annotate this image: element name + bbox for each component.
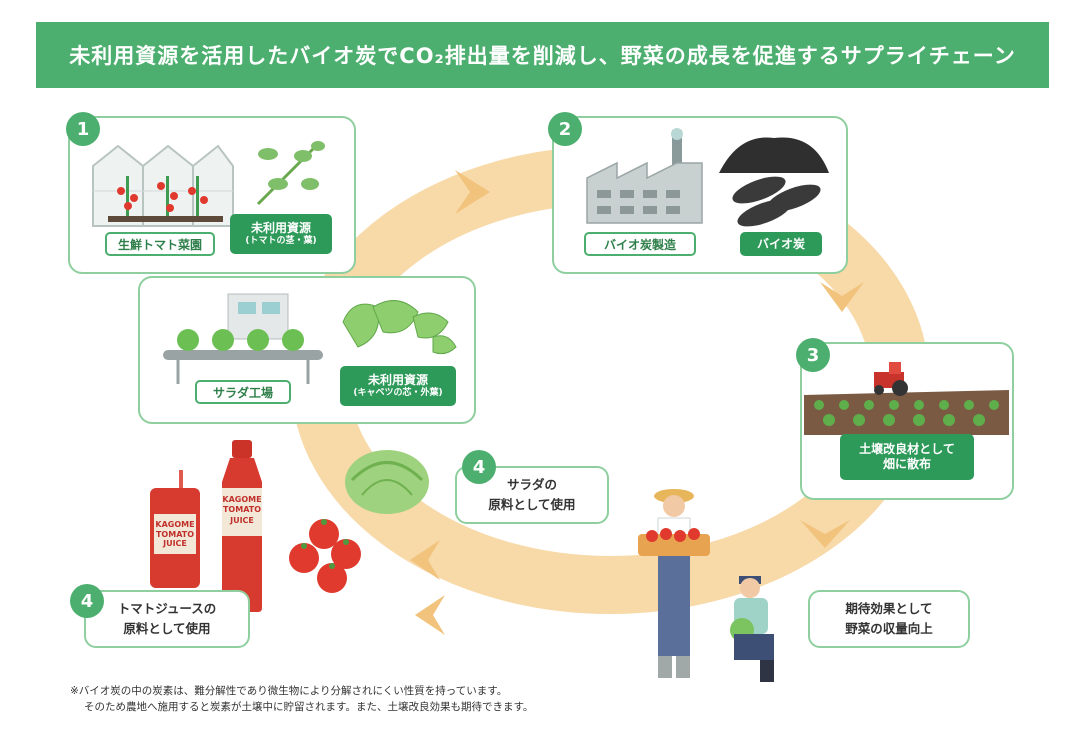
step3-number: 3 [796, 338, 830, 372]
cabbage-resource-main: 未利用資源 [367, 372, 428, 387]
salad-factory-icon [163, 293, 323, 384]
juice-pack-bottle: KAGOME TOMATO JUICE [148, 470, 202, 590]
greenhouse-label: 生鮮トマト菜園 [105, 232, 215, 256]
step2-card: 2 バイオ炭製造 バイオ炭 [548, 112, 848, 274]
flow-arrows [410, 170, 864, 635]
footnote-line2: そのため農地へ施用すると炭素が土壌中に貯留されます。また、土壌改良効果も期待でき… [84, 701, 534, 714]
pack-brand: KAGOME [155, 520, 195, 529]
flow-arrow-icon [415, 595, 445, 635]
step1-card: 1 生鮮トマト菜園 未利用資源 (トマトの茎・葉) [66, 112, 356, 274]
bottle-product-line1: TOMATO [222, 505, 262, 515]
factory-icon [586, 128, 703, 224]
footnote: ※バイオ炭の中の炭素は、難分解性であり微生物により分解されにくい性質を持っていま… [70, 683, 533, 716]
expected-effect-line1: 期待効果として [845, 601, 933, 616]
tomato-stem-icon [256, 141, 325, 206]
salad-use-line2: 原料として使用 [488, 497, 576, 512]
biochar-production-label: バイオ炭製造 [584, 232, 696, 256]
expected-effect-box: 期待効果として 野菜の収量向上 [808, 590, 970, 648]
pack-product-line1: TOMATO [155, 529, 195, 539]
cabbage-icon [345, 450, 429, 514]
pack-product-line2: JUICE [163, 539, 187, 549]
step4-juice-number: 4 [70, 584, 104, 618]
title-banner: 未利用資源を活用したバイオ炭でCO₂排出量を削減し、野菜の成長を促進するサプライ… [36, 22, 1049, 88]
page-title: 未利用資源を活用したバイオ炭でCO₂排出量を削減し、野菜の成長を促進するサプライ… [69, 44, 1016, 68]
step1-number: 1 [66, 112, 100, 146]
juice-bottle: KAGOME TOMATO JUICE [214, 440, 270, 612]
biochar-icon [719, 137, 829, 227]
salad-use-line1: サラダの [506, 477, 557, 492]
flow-arrow-icon [820, 282, 864, 312]
bottle-brand: KAGOME [222, 495, 262, 504]
biochar-label-text: バイオ炭 [756, 236, 805, 251]
soil-amendment-line1: 土壌改良材として [859, 442, 955, 456]
soil-amendment-line2: 畑に散布 [882, 457, 931, 471]
step4-salad-number: 4 [462, 450, 496, 484]
expected-effect-line2: 野菜の収量向上 [845, 621, 933, 636]
juice-use-line2: 原料として使用 [123, 621, 211, 636]
juice-use-line1: トマトジュースの [117, 601, 217, 616]
biochar-label: バイオ炭 [740, 232, 822, 256]
bottle-product-line2: JUICE [230, 515, 254, 525]
resource-label-sub: (トマトの茎・葉) [245, 235, 317, 246]
juice-pack-icon [150, 470, 200, 588]
step3-card: 3 土壌改良材として 畑に散布 [796, 338, 1014, 500]
soil-amendment-label: 土壌改良材として 畑に散布 [840, 434, 974, 480]
step2-number: 2 [548, 112, 582, 146]
resource-label-main: 未利用資源 [250, 220, 311, 235]
flow-arrow-icon [410, 540, 440, 580]
cabbage-leaves-icon [342, 300, 457, 355]
juice-bottle-icon [222, 440, 262, 612]
cabbage-resource-label: 未利用資源 (キャベツの芯・外葉) [340, 366, 456, 406]
field-tractor-icon [804, 362, 1009, 435]
tomatoes-icon [289, 519, 361, 593]
cabbage-resource-sub: (キャベツの芯・外葉) [353, 387, 443, 398]
flow-arrow-icon [455, 170, 490, 214]
salad-factory-label: サラダ工場 [195, 380, 291, 404]
greenhouse-icon [92, 144, 234, 227]
tomato-resource-label: 未利用資源 (トマトの茎・葉) [230, 214, 332, 254]
farmers-icon [638, 489, 774, 682]
footnote-line1: ※バイオ炭の中の炭素は、難分解性であり微生物により分解されにくい性質を持っていま… [70, 685, 508, 697]
flow-arrow-icon [800, 520, 850, 548]
juice-use-box: トマトジュースの 原料として使用 [84, 590, 250, 648]
salad-factory-card: サラダ工場 未利用資源 (キャベツの芯・外葉) [138, 276, 476, 424]
